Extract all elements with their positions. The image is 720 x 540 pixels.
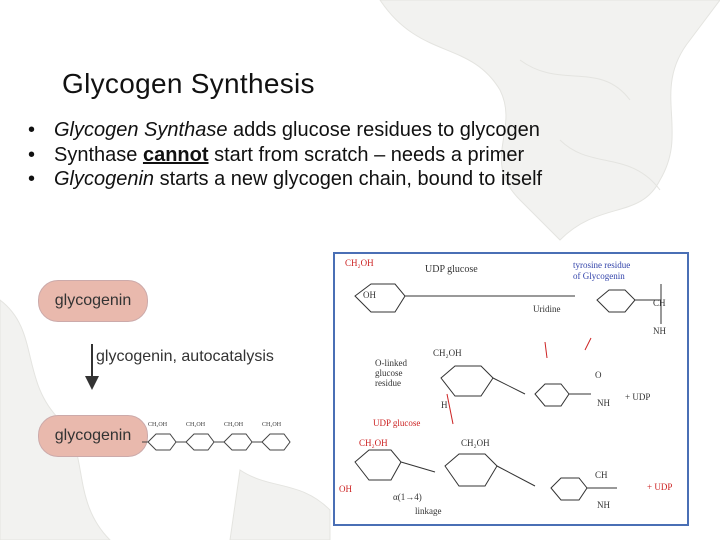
oh-label: OH — [339, 484, 352, 494]
tyrosine-label: tyrosine residue — [573, 260, 631, 270]
bullet-item: • Glycogenin starts a new glycogen chain… — [28, 167, 698, 192]
tyrosine-label: of Glycogenin — [573, 271, 625, 281]
autocatalysis-label: glycogenin, autocatalysis — [96, 348, 274, 365]
oh-label: OH — [363, 290, 376, 300]
h-label: H — [441, 400, 448, 410]
slide-title: Glycogen Synthesis — [62, 68, 315, 99]
linkage-label: linkage — [415, 506, 442, 516]
ch2oh-label: CH₂OH — [359, 438, 388, 448]
bullet-text: adds glucose residues to glycogen — [227, 119, 540, 141]
ch2oh-label: CH₂OH — [433, 348, 462, 358]
nh-label: NH — [653, 326, 666, 336]
uridine-label: Uridine — [533, 304, 561, 314]
ch2oh-label: CH₂OH — [461, 438, 490, 448]
bullet-emphasis: Glycogen Synthase — [54, 119, 228, 141]
udp-glucose-mid-label: UDP glucose — [373, 418, 421, 428]
glycogenin-autocatalysis-figure: glycogenin glycogenin, autocatalysis gly… — [30, 270, 300, 470]
reaction-structures — [354, 283, 662, 501]
bullet-dot: • — [28, 168, 36, 190]
plus-udp-label: + UDP — [647, 482, 673, 492]
ring-label: CH₂OH — [148, 422, 168, 428]
ring-label: CH₂OH — [262, 422, 282, 428]
glucose-chain-diagram — [142, 433, 291, 451]
bullet-text: Synthase — [54, 143, 143, 166]
nh-label: NH — [597, 398, 610, 408]
ch2oh-label: CH₂OH — [345, 258, 374, 268]
olinked-label: O-linked — [375, 358, 407, 368]
ring-label: CH₂OH — [186, 422, 206, 428]
plus-udp-label: + UDP — [625, 392, 651, 402]
o-label: O — [595, 370, 602, 380]
glycogenin-bottom-pill: glycogenin — [38, 415, 148, 457]
bullet-item: • Glycogen Synthase adds glucose residue… — [28, 118, 698, 143]
bullet-list: • Glycogen Synthase adds glucose residue… — [28, 118, 698, 192]
bullet-item: • Synthase cannot start from scratch – n… — [28, 143, 698, 168]
udp-glucose-top-label: UDP glucose — [425, 264, 478, 275]
nh-label: NH — [597, 500, 610, 510]
bullet-text: starts a new glycogen chain, bound to it… — [154, 168, 543, 190]
bullet-strong: cannot — [142, 143, 209, 166]
ch-label: CH — [595, 470, 608, 480]
udp-glucose-reaction-figure: CH₂OH UDP glucose tyrosine residue of Gl… — [333, 252, 689, 526]
bullet-dot: • — [28, 119, 36, 141]
glycogenin-top-pill: glycogenin — [38, 280, 148, 322]
olinked-label: glucose — [375, 368, 403, 378]
bullet-emphasis: Glycogenin — [54, 168, 155, 190]
ch-label: CH — [653, 298, 666, 308]
olinked-label: residue — [375, 378, 401, 388]
bullet-text: start from scratch – needs a primer — [208, 143, 525, 166]
linkage-alpha-label: α(1→4) — [393, 492, 422, 502]
ring-label: CH₂OH — [224, 422, 244, 428]
bullet-dot: • — [28, 143, 36, 166]
down-arrow-icon — [85, 344, 99, 390]
